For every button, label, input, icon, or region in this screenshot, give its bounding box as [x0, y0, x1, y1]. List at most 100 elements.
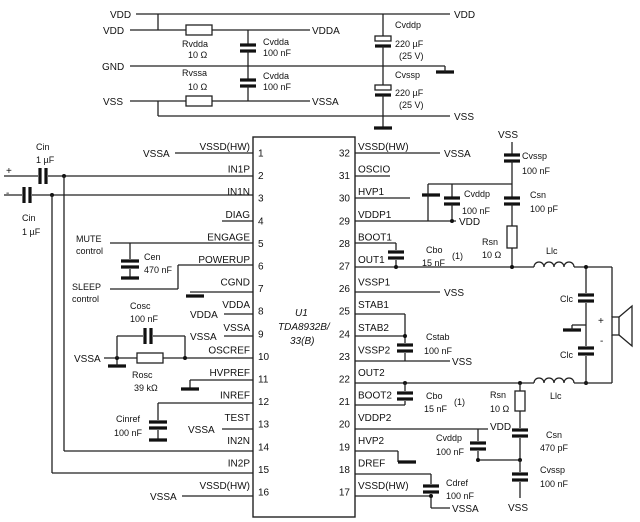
cen-name: Cen	[144, 252, 161, 262]
lic2-inductor	[533, 377, 575, 384]
spk-plus: +	[598, 316, 604, 327]
left-circuit: VSSA + Cin 1 µF - Cin 1 µF MUTE control	[4, 142, 253, 503]
vss-bottom-label: VSS	[508, 503, 528, 514]
csn-top-name: Csn	[530, 190, 546, 200]
cvssp-value: 220 µF	[395, 88, 424, 98]
pin-label: INREF	[220, 391, 250, 402]
pin-number: 20	[339, 420, 351, 431]
csn-top-value: 100 pF	[530, 204, 559, 214]
pin26-vss: VSS	[444, 288, 464, 299]
vss-label: VSS	[103, 97, 123, 108]
cvssp-top-name: Cvssp	[522, 151, 547, 161]
rsn-top-value: 10 Ω	[482, 250, 502, 260]
cbo2-name: Cbo	[426, 391, 443, 401]
cvssp-name: Cvssp	[395, 70, 420, 80]
pin-label: CGND	[221, 278, 250, 289]
ic-pins-right: 32VSSD(HW)31OSCIO30HVP129VDDP128BOOT127O…	[339, 142, 409, 499]
input-plus: +	[6, 166, 12, 177]
cbo2-note: (1)	[454, 397, 465, 407]
pin-number: 3	[258, 194, 264, 205]
cin1-name: Cin	[36, 142, 50, 152]
cen-value: 470 nF	[144, 265, 173, 275]
pin-number: 8	[258, 307, 264, 318]
pin-label: VSSD(HW)	[358, 481, 409, 492]
cvssp-top-value: 100 nF	[522, 166, 551, 176]
rvssa-resistor	[185, 95, 213, 107]
cinref-name: Cinref	[116, 414, 141, 424]
pin-label: HVP2	[358, 436, 385, 447]
vdd-label: VDD	[110, 10, 131, 21]
rvdda-name: Rvdda	[182, 39, 208, 49]
pin32-vssa: VSSA	[444, 149, 471, 160]
cbo1-value: 15 nF	[422, 258, 446, 268]
pin-number: 13	[258, 420, 270, 431]
pin-label: VSSD(HW)	[199, 142, 250, 153]
cvdda2-name: Cvdda	[263, 71, 289, 81]
pin-number: 12	[258, 397, 270, 408]
pin23-vss: VSS	[452, 357, 472, 368]
pin-number: 18	[339, 465, 351, 476]
pin-label: HVP1	[358, 187, 385, 198]
sleep-line1: SLEEP	[72, 282, 101, 292]
pin-label: IN2N	[227, 436, 250, 447]
clc2-label: Clc	[560, 350, 573, 360]
pin-number: 1	[258, 149, 264, 160]
pin17-vssa: VSSA	[452, 504, 479, 515]
pin-label: OUT2	[358, 368, 385, 379]
ic-pins-left: 1VSSD(HW)2IN1P3IN1N4DIAG5ENGAGE6POWERUP7…	[198, 142, 269, 499]
pin-number: 2	[258, 171, 264, 182]
pin-number: 32	[339, 149, 351, 160]
ic-body	[252, 136, 356, 518]
cvddp-bot-value: 100 nF	[436, 447, 465, 457]
pin10-vssa: VSSA	[74, 354, 101, 365]
cin1-value: 1 µF	[36, 155, 55, 165]
pin-label: VDDA	[222, 300, 250, 311]
cin2-value: 1 µF	[22, 227, 41, 237]
pin-label: BOOT2	[358, 391, 392, 402]
cvdda2-value: 100 nF	[263, 82, 292, 92]
pin-number: 30	[339, 194, 351, 205]
pin1-vssa: VSSA	[143, 149, 170, 160]
clc1-label: Clc	[560, 294, 573, 304]
ic-u1: U1 TDA8932B/ 33(B) 1VSSD(HW)2IN1P3IN1N4D…	[198, 136, 409, 518]
pin-label: IN1N	[227, 187, 250, 198]
pin-number: 19	[339, 442, 351, 453]
cvssp-plate	[374, 84, 392, 91]
pin-label: ENGAGE	[207, 232, 250, 243]
pin-number: 7	[258, 284, 264, 295]
rosc-name: Rosc	[132, 370, 153, 380]
pin-label: OSCREF	[208, 345, 250, 356]
pin-number: 14	[258, 442, 270, 453]
pin-label: IN1P	[228, 165, 251, 176]
ic-part-line1: TDA8932B/	[278, 322, 331, 333]
pin-label: DIAG	[226, 210, 251, 221]
pin-number: 21	[339, 397, 351, 408]
pin-label: VDDP2	[358, 413, 392, 424]
spk-minus: -	[600, 336, 603, 347]
pin-label: OSCIO	[358, 165, 390, 176]
cvddp-plate	[374, 35, 392, 42]
vss-top-label: VSS	[498, 130, 518, 141]
vssa-label: VSSA	[312, 97, 339, 108]
cvssp-bot-name: Cvssp	[540, 465, 565, 475]
cvdda1-value: 100 nF	[263, 48, 292, 58]
cdref-value: 100 nF	[446, 491, 475, 501]
pin-number: 16	[258, 488, 270, 499]
pin-number: 11	[258, 375, 269, 386]
pin-number: 9	[258, 329, 264, 340]
supply-section: VDD VDD VDD VDDA Rvdda 10 Ω Cvdda 100 nF…	[102, 10, 475, 130]
pin-number: 28	[339, 239, 351, 250]
pin-number: 29	[339, 216, 351, 227]
cosc-name: Cosc	[130, 301, 151, 311]
vdda-label: VDDA	[312, 26, 340, 37]
cvdda1-name: Cvdda	[263, 37, 289, 47]
rvdda-resistor	[185, 24, 213, 36]
rvdda-value: 10 Ω	[188, 50, 208, 60]
lic2-label: Llc	[550, 391, 562, 401]
lic1-inductor	[533, 261, 575, 268]
cvddp-top-name: Cvddp	[464, 189, 490, 199]
pin-label: VSSD(HW)	[199, 481, 250, 492]
pin16-vssa: VSSA	[150, 492, 177, 503]
pin-number: 26	[339, 284, 351, 295]
cdref-name: Cdref	[446, 478, 469, 488]
